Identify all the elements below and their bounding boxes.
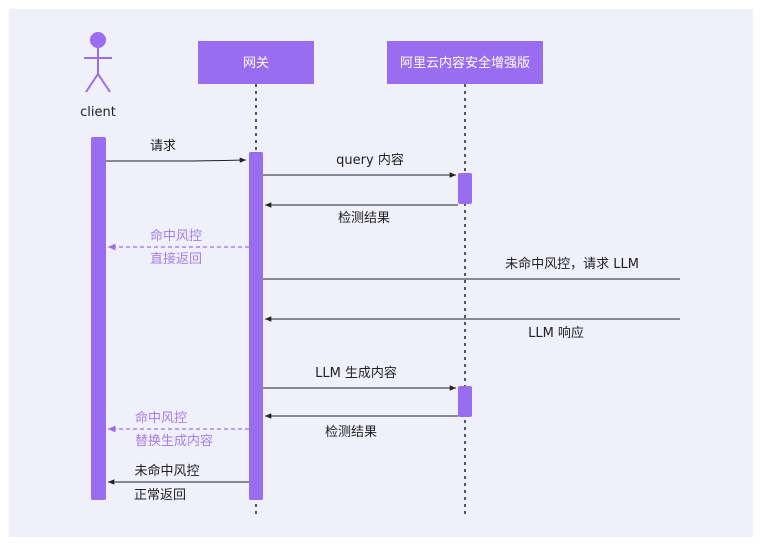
security-header-label: 阿里云内容安全增强版: [400, 55, 530, 71]
security-activation-bar-2: [458, 386, 472, 417]
client-label: client: [80, 105, 116, 120]
check-result-label-1: 检测结果: [338, 211, 390, 226]
request-arrow: [106, 157, 247, 163]
miss-risk-label: 未命中风控: [134, 463, 199, 479]
client-activation-bar: [91, 137, 106, 500]
request-llm-label: 未命中风控，请求 LLM: [505, 256, 639, 272]
llm-content-label: LLM 生成内容: [315, 365, 397, 381]
security-header-box: [387, 41, 543, 84]
replace-content-label: 替换生成内容: [135, 433, 213, 449]
normal-return-label: 正常返回: [134, 488, 186, 503]
security-activation-bar-1: [458, 173, 472, 204]
hit-risk-label-1: 命中风控: [150, 228, 202, 244]
query-label: query 内容: [336, 152, 404, 168]
gateway-header-label: 网关: [243, 56, 269, 71]
request-label: 请求: [150, 139, 176, 154]
gateway-header-box: [198, 41, 314, 84]
direct-return-label: 直接返回: [150, 251, 202, 267]
gateway-activation-bar: [249, 152, 263, 500]
diagram-background: [9, 9, 753, 537]
client-actor-icon: [84, 32, 112, 93]
llm-response-label: LLM 响应: [528, 325, 584, 341]
hit-risk-label-2: 命中风控: [135, 410, 187, 426]
check-result-label-2: 检测结果: [325, 425, 377, 440]
